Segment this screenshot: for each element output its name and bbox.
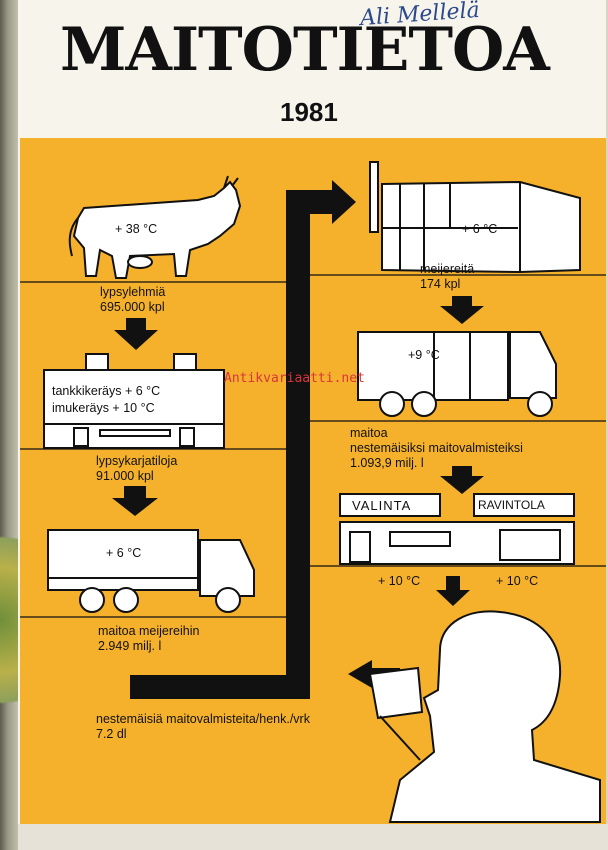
person-drinking-illustration: [368, 610, 601, 823]
farm-tank-collection: tankkikeräys + 6 °C: [52, 384, 161, 398]
farm-caption-line: lypsykarjatiloja: [96, 454, 178, 468]
down-arrow-icon: [112, 486, 158, 516]
truck1-temperature: + 6 °C: [106, 546, 142, 560]
shop-sign-ravintola: RAVINTOLA: [478, 498, 545, 512]
down-arrow-icon: [440, 296, 484, 324]
truck1-caption-value: 2.949 milj. l: [98, 639, 162, 653]
tanker-truck-illustration: [357, 331, 557, 417]
cow-caption-line: lypsylehmiä: [100, 285, 166, 299]
cow-caption: lypsylehmiä 695.000 kpl: [100, 285, 165, 315]
cow-temperature: + 38 °C: [115, 222, 158, 236]
consumption-caption-value: 7.2 dl: [96, 727, 127, 741]
truck1-caption-line: maitoa meijereihin: [98, 624, 200, 638]
truck2-caption-line: nestemäisiksi maitovalmisteiksi: [350, 441, 523, 455]
down-arrow-icon: [436, 576, 470, 606]
dairy-caption: meijereitä 174 kpl: [420, 262, 474, 292]
dairy-caption-value: 174 kpl: [420, 277, 461, 291]
restaurant-temperature: + 10 °C: [496, 574, 539, 588]
truck2-caption-line: maitoa: [350, 426, 388, 440]
dairy-caption-line: meijereitä: [420, 262, 475, 276]
truck2-caption-value: 1.093,9 milj. l: [350, 456, 424, 470]
consumption-caption-line: nestemäisiä maitovalmisteita/henk./vrk: [96, 712, 310, 726]
farm-caption-value: 91.000 kpl: [96, 469, 154, 483]
farm-suction-collection: imukeräys + 10 °C: [52, 401, 155, 415]
cow-illustration: [68, 175, 242, 279]
farm-illustration: [43, 353, 225, 449]
farm-caption: lypsykarjatiloja 91.000 kpl: [96, 454, 177, 484]
watermark-text: Antikvariaatti.net: [224, 371, 365, 386]
milk-truck-illustration: [47, 529, 255, 613]
cow-caption-value: 695.000 kpl: [100, 300, 165, 314]
page-title: MAITOTIETOA: [60, 15, 550, 85]
truck2-caption: maitoa nestemäisiksi maitovalmisteiksi 1…: [350, 426, 523, 471]
shops-illustration: [339, 493, 575, 565]
down-arrow-icon: [440, 466, 484, 494]
truck2-temperature: +9 °C: [408, 348, 440, 362]
underlying-photo-edge: [0, 505, 20, 735]
down-arrow-icon: [114, 318, 158, 350]
truck1-caption: maitoa meijereihin 2.949 milj. l: [98, 624, 199, 654]
shop-temperature: + 10 °C: [378, 574, 421, 588]
bottom-margin: [18, 824, 608, 850]
dairy-illustration: [369, 161, 581, 274]
consumption-caption: nestemäisiä maitovalmisteita/henk./vrk 7…: [96, 712, 310, 742]
dairy-temperature: + 6 °C: [462, 222, 498, 236]
year-label: 1981: [280, 97, 338, 127]
flow-arrow: [130, 180, 356, 699]
shop-sign-valinta: VALINTA: [352, 498, 412, 513]
